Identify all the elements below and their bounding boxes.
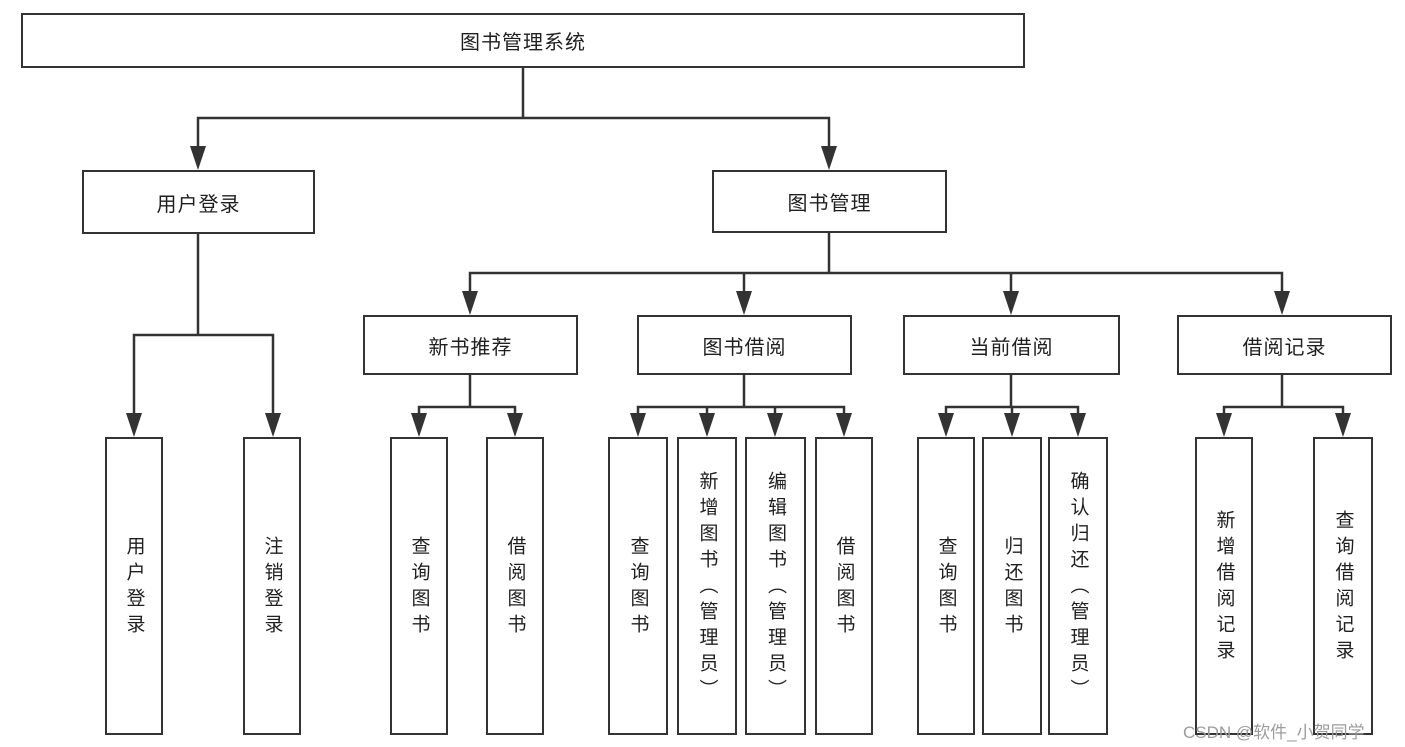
leaf-label: 用户登录 <box>123 536 145 640</box>
leaf-query-books-recommend: 查询图书 <box>390 437 448 735</box>
node-user-login: 用户登录 <box>82 170 315 234</box>
leaf-label: 借阅图书 <box>833 536 855 640</box>
node-label: 新书推荐 <box>428 336 513 359</box>
leaf-return-book: 归还图书 <box>982 437 1042 735</box>
leaf-label: 查询借阅记录 <box>1332 510 1354 666</box>
leaf-label: 注销登录 <box>261 536 283 640</box>
leaf-query-books-current: 查询图书 <box>917 437 975 735</box>
node-label: 用户登录 <box>156 193 241 216</box>
leaf-label: 编辑图书（管理员） <box>765 471 786 705</box>
leaf-label: 查询图书 <box>408 536 430 640</box>
leaf-query-borrow-record: 查询借阅记录 <box>1313 437 1373 735</box>
csdn-watermark: CSDN @软件_小贺同学 <box>1183 723 1365 742</box>
leaf-add-book-admin: 新增图书（管理员） <box>677 437 737 735</box>
leaf-label: 归还图书 <box>1001 536 1023 640</box>
leaf-confirm-return-admin: 确认归还（管理员） <box>1048 437 1108 735</box>
leaf-label: 新增图书（管理员） <box>696 471 718 705</box>
node-book-management: 图书管理 <box>712 170 947 233</box>
leaf-borrow-books: 借阅图书 <box>815 437 873 735</box>
node-new-book-recommendation: 新书推荐 <box>363 315 578 375</box>
node-book-borrowing: 图书借阅 <box>637 315 852 375</box>
leaf-label: 借阅图书 <box>504 536 526 640</box>
node-label: 借阅记录 <box>1242 336 1327 359</box>
node-label: 图书管理 <box>787 193 872 215</box>
leaf-label: 查询图书 <box>627 536 649 640</box>
leaf-label: 新增借阅记录 <box>1213 510 1235 666</box>
node-label: 当前借阅 <box>969 336 1054 359</box>
leaf-edit-book-admin: 编辑图书（管理员） <box>745 437 806 735</box>
leaf-user-login: 用户登录 <box>105 437 163 735</box>
leaf-add-borrow-record: 新增借阅记录 <box>1195 437 1253 735</box>
node-library-management-system: 图书管理系统 <box>21 13 1025 68</box>
node-label: 图书借阅 <box>702 336 787 359</box>
node-label: 图书管理系统 <box>460 32 586 54</box>
leaf-label: 查询图书 <box>935 536 957 640</box>
leaf-query-books-borrow: 查询图书 <box>608 437 668 735</box>
node-current-borrowing: 当前借阅 <box>903 315 1120 375</box>
node-borrowing-records: 借阅记录 <box>1177 315 1392 375</box>
leaf-borrow-books-recommend: 借阅图书 <box>486 437 544 735</box>
leaf-label: 确认归还（管理员） <box>1067 471 1089 705</box>
leaf-logout: 注销登录 <box>243 437 301 735</box>
